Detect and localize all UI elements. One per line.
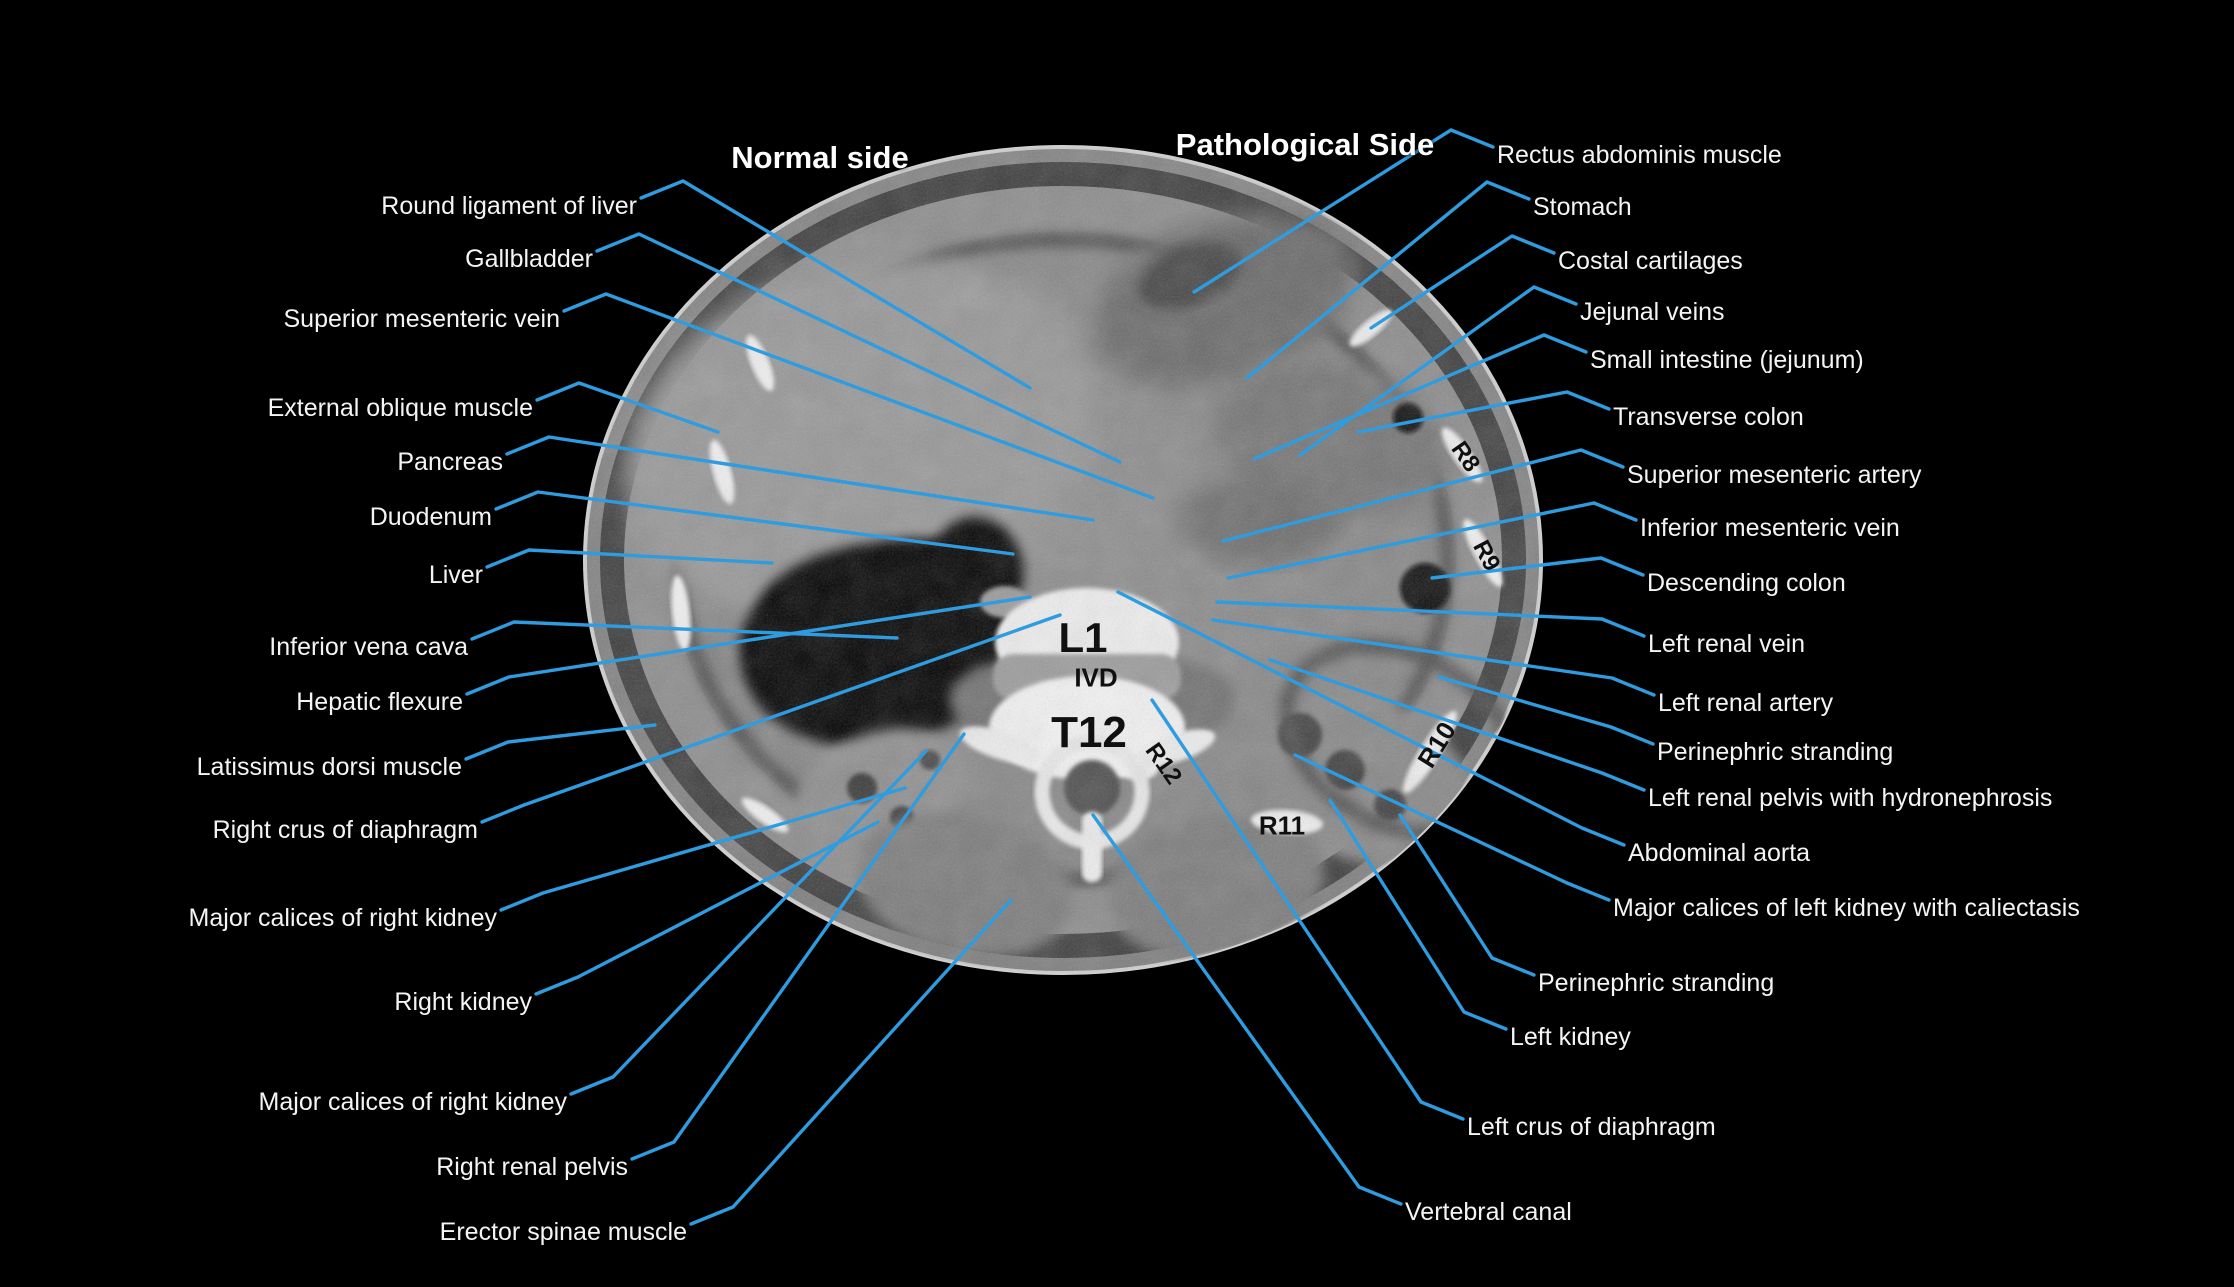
leader-line-inferior-vena-cava xyxy=(470,620,899,641)
leader-line-gallbladder xyxy=(595,232,1122,464)
leader-line-inferior-mesenteric-vein xyxy=(1226,501,1638,580)
leader-line-external-oblique-muscle xyxy=(535,381,720,434)
leader-line-hepatic-flexure xyxy=(465,595,1032,696)
ct-structure-label-intervertebral-disc: IVD xyxy=(1074,662,1118,693)
anatomy-label-latissimus-dorsi-muscle: Latissimus dorsi muscle xyxy=(196,753,462,781)
leader-line-rectus-abdominis-muscle xyxy=(1192,128,1495,294)
leader-line-liver xyxy=(485,548,774,569)
leader-line-round-ligament-of-liver xyxy=(639,179,1032,390)
anatomy-label-right-crus-of-diaphragm: Right crus of diaphragm xyxy=(212,816,478,844)
leader-line-pancreas xyxy=(505,435,1095,522)
anatomy-label-jejunal-veins: Jejunal veins xyxy=(1580,298,1725,326)
anatomy-label-abdominal-aorta: Abdominal aorta xyxy=(1628,839,1811,867)
ct-structure-label-vertebra-l1: L1 xyxy=(1058,614,1108,661)
leader-line-perinephric-stranding-2 xyxy=(1398,813,1536,977)
leader-line-costal-cartilages xyxy=(1369,234,1556,330)
anatomy-label-erector-spinae-muscle: Erector spinae muscle xyxy=(439,1218,687,1246)
anatomy-label-right-kidney: Right kidney xyxy=(394,988,532,1016)
anatomy-label-left-kidney: Left kidney xyxy=(1510,1023,1631,1051)
leader-line-right-crus-of-diaphragm xyxy=(480,613,1062,824)
anatomy-label-perinephric-stranding-1: Perinephric stranding xyxy=(1657,738,1894,766)
anatomy-label-pancreas: Pancreas xyxy=(397,448,503,476)
anatomy-label-left-crus-of-diaphragm: Left crus of diaphragm xyxy=(1467,1113,1716,1141)
anatomy-label-left-renal-vein: Left renal vein xyxy=(1648,630,1806,658)
pathological-side-title: Pathological Side xyxy=(1175,127,1435,162)
leader-line-major-calices-of-left-kidney-with-caliectasis xyxy=(1293,753,1611,902)
anatomy-label-left-renal-pelvis-with-hydronephrosis: Left renal pelvis with hydronephrosis xyxy=(1648,784,2053,812)
leader-line-stomach xyxy=(1245,180,1531,380)
anatomy-label-external-oblique-muscle: External oblique muscle xyxy=(267,394,533,422)
leader-line-left-renal-vein xyxy=(1215,600,1646,638)
anatomy-label-duodenum: Duodenum xyxy=(369,503,492,531)
leader-line-duodenum xyxy=(494,490,1015,556)
leader-line-small-intestine-jejunum xyxy=(1252,333,1588,461)
anatomy-label-inferior-mesenteric-vein: Inferior mesenteric vein xyxy=(1640,514,1900,542)
leader-line-latissimus-dorsi-muscle xyxy=(464,723,657,761)
leader-line-superior-mesenteric-artery xyxy=(1221,448,1625,543)
leader-line-right-renal-pelvis xyxy=(630,732,966,1161)
anatomy-label-costal-cartilages: Costal cartilages xyxy=(1558,247,1743,275)
anatomy-label-transverse-colon: Transverse colon xyxy=(1613,403,1804,431)
leader-line-superior-mesenteric-vein xyxy=(562,292,1155,500)
leader-lines xyxy=(464,128,1656,1226)
leader-line-transverse-colon xyxy=(1356,390,1611,434)
leader-line-jejunal-veins xyxy=(1298,285,1578,457)
anatomy-label-left-renal-artery: Left renal artery xyxy=(1658,689,1834,717)
leader-line-left-crus-of-diaphragm xyxy=(1150,698,1465,1121)
anatomy-label-stomach: Stomach xyxy=(1533,193,1632,221)
anatomy-label-vertebral-canal: Vertebral canal xyxy=(1405,1198,1572,1226)
ct-structure-label-rib-r11: R11 xyxy=(1258,810,1306,841)
anatomy-label-liver: Liver xyxy=(428,561,483,589)
leader-line-perinephric-stranding-1 xyxy=(1437,675,1655,746)
anatomy-label-superior-mesenteric-artery: Superior mesenteric artery xyxy=(1627,461,1922,489)
leader-line-descending-colon xyxy=(1430,556,1645,580)
leader-line-vertebral-canal xyxy=(1091,813,1403,1206)
anatomy-label-gallbladder: Gallbladder xyxy=(465,245,593,273)
anatomy-label-major-calices-of-right-kidney-2: Major calices of right kidney xyxy=(258,1088,567,1116)
anatomy-label-hepatic-flexure: Hepatic flexure xyxy=(296,688,463,716)
leader-line-left-renal-artery xyxy=(1211,618,1656,697)
leader-line-erector-spinae-muscle xyxy=(689,898,1013,1226)
anatomy-label-small-intestine-jejunum: Small intestine (jejunum) xyxy=(1590,346,1864,374)
anatomy-label-perinephric-stranding-2: Perinephric stranding xyxy=(1538,969,1775,997)
leader-line-major-calices-of-right-kidney-2 xyxy=(569,749,928,1096)
anatomy-label-inferior-vena-cava: Inferior vena cava xyxy=(269,633,468,661)
leader-line-left-kidney xyxy=(1328,798,1508,1031)
anatomy-label-major-calices-of-right-kidney-1: Major calices of right kidney xyxy=(188,904,497,932)
anatomy-label-superior-mesenteric-vein: Superior mesenteric vein xyxy=(283,305,560,333)
ct-structure-label-vertebra-t12: T12 xyxy=(1051,708,1127,757)
anatomy-label-rectus-abdominis-muscle: Rectus abdominis muscle xyxy=(1497,141,1782,169)
leader-line-abdominal-aorta xyxy=(1116,590,1626,847)
leader-line-left-renal-pelvis-with-hydronephrosis xyxy=(1268,658,1646,792)
leader-line-major-calices-of-right-kidney-1 xyxy=(499,786,907,912)
normal-side-title: Normal side xyxy=(731,140,909,175)
anatomy-label-round-ligament-of-liver: Round ligament of liver xyxy=(381,192,637,220)
leader-line-right-kidney xyxy=(534,820,880,996)
anatomy-label-major-calices-of-left-kidney-with-caliectasis: Major calices of left kidney with caliec… xyxy=(1613,894,2080,922)
anatomy-label-descending-colon: Descending colon xyxy=(1647,569,1846,597)
anatomy-label-right-renal-pelvis: Right renal pelvis xyxy=(436,1153,628,1181)
